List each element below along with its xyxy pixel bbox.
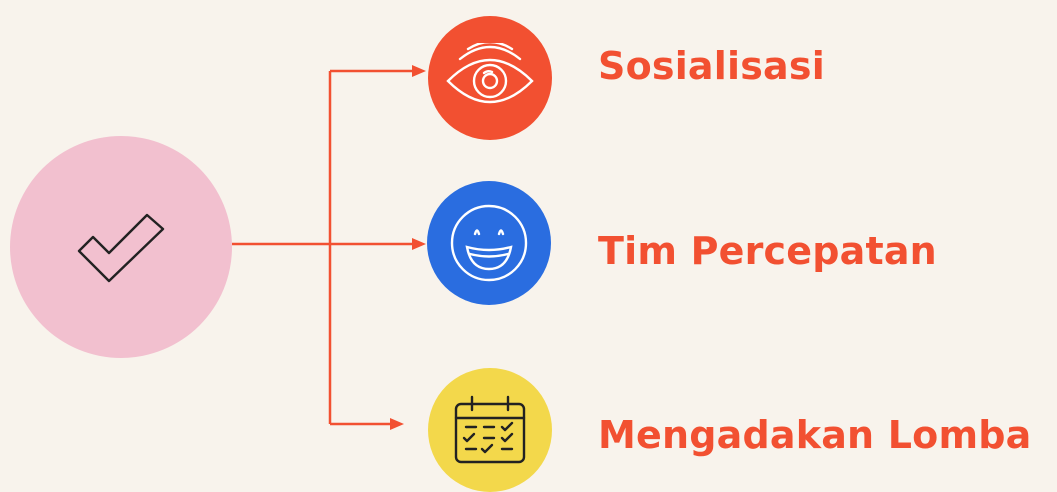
label-mengadakan-lomba: Mengadakan Lomba (598, 413, 1032, 457)
smiley-face-icon (447, 201, 531, 285)
node-mengadakan-lomba (428, 368, 552, 492)
eye-icon (444, 43, 536, 113)
node-tim-percepatan (427, 181, 551, 305)
arrowhead-3 (390, 418, 404, 430)
label-sosialisasi: Sosialisasi (598, 44, 825, 88)
node-sosialisasi (428, 16, 552, 140)
arrowhead-2 (412, 238, 426, 250)
checkmark-icon (73, 207, 169, 287)
label-tim-percepatan: Tim Percepatan (598, 229, 937, 273)
arrowhead-1 (412, 65, 426, 77)
hub-circle (10, 136, 232, 358)
calendar-icon (450, 392, 530, 468)
